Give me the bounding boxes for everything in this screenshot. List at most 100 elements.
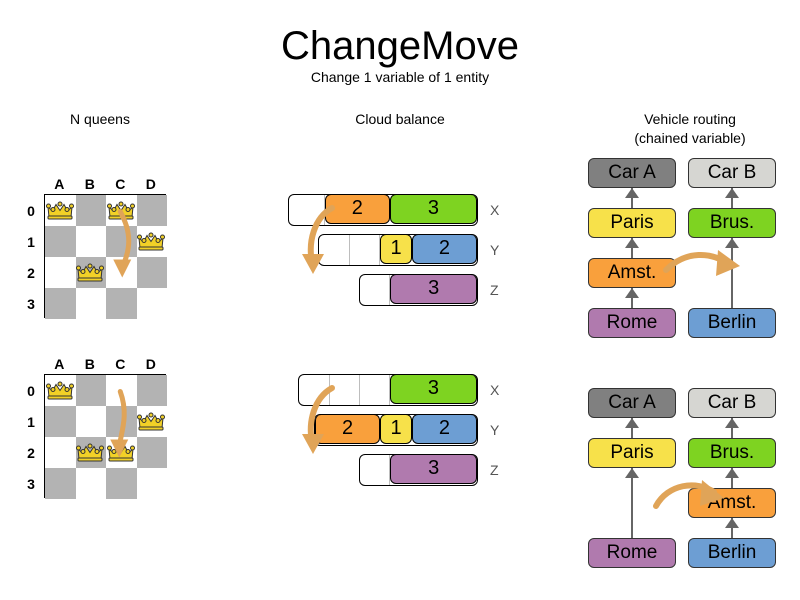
- chess-cell[interactable]: [136, 468, 167, 499]
- vrp-chain-link: [630, 188, 634, 208]
- cloud-computer-label: Z: [490, 462, 499, 478]
- chess-cell[interactable]: [45, 406, 76, 437]
- vrp-node[interactable]: Car B: [688, 388, 776, 418]
- chess-cell[interactable]: [136, 375, 167, 406]
- chess-cell[interactable]: [75, 288, 106, 319]
- chess-cell[interactable]: [106, 226, 137, 257]
- chess-cell[interactable]: [75, 195, 106, 226]
- vrp-node[interactable]: Rome: [588, 538, 676, 568]
- chess-column-label: C: [115, 356, 126, 372]
- vrp-header-line2: (chained variable): [634, 130, 746, 146]
- cloud-process-segment[interactable]: 1: [380, 415, 412, 444]
- section-header-nqueens: N queens: [70, 111, 130, 127]
- chess-cell[interactable]: [136, 257, 167, 288]
- chess-column-label: A: [54, 176, 65, 192]
- chess-row-label: 2: [27, 445, 35, 461]
- vrp-chain-arrowhead: [625, 288, 639, 298]
- chess-cell[interactable]: [136, 437, 167, 468]
- cloud-process-segment[interactable]: 2: [411, 235, 477, 264]
- cloud-computer-bar[interactable]: 3: [359, 454, 478, 486]
- page-title: ChangeMove: [281, 24, 519, 68]
- cloud-process-segment[interactable]: 3: [390, 455, 477, 484]
- chess-row-label: 3: [27, 476, 35, 492]
- chess-column-label: B: [84, 176, 95, 192]
- section-header-vehicle-routing: Vehicle routing (chained variable): [600, 110, 780, 148]
- chess-cell[interactable]: [75, 406, 106, 437]
- cloud-computer-bar[interactable]: 3: [359, 274, 478, 306]
- queen-move-arrow: [110, 389, 129, 458]
- chess-cell[interactable]: [45, 257, 76, 288]
- vrp-chain-arrowhead: [725, 518, 739, 528]
- vrp-chain-arrowhead: [725, 418, 739, 428]
- chess-column-label: B: [84, 356, 95, 372]
- cloud-process-segment[interactable]: 3: [390, 275, 477, 304]
- cloud-process-segment[interactable]: 3: [389, 195, 477, 224]
- chess-cell[interactable]: [136, 195, 167, 226]
- chess-cell[interactable]: [45, 468, 76, 499]
- chess-cell[interactable]: [45, 437, 76, 468]
- chess-cell[interactable]: [75, 226, 106, 257]
- vrp-chain-link: [730, 238, 734, 308]
- vrp-node[interactable]: Car B: [688, 158, 776, 188]
- cloud-process-segment[interactable]: 1: [380, 235, 412, 264]
- vrp-node[interactable]: Berlin: [688, 308, 776, 338]
- chess-column-label: D: [145, 356, 156, 372]
- chess-cell[interactable]: [106, 288, 137, 319]
- vrp-node[interactable]: Paris: [588, 208, 676, 238]
- chess-cell[interactable]: [45, 226, 76, 257]
- vrp-chain-link: [730, 518, 734, 538]
- cloud-computer-label: Y: [490, 242, 500, 258]
- vrp-node[interactable]: Berlin: [688, 538, 776, 568]
- cloud-empty-slot: [360, 455, 391, 485]
- vrp-chain-link: [730, 188, 734, 208]
- vrp-node[interactable]: Car A: [588, 388, 676, 418]
- vrp-header-line1: Vehicle routing: [644, 111, 736, 127]
- section-header-cloud-balance: Cloud balance: [355, 111, 445, 127]
- vrp-chain-link: [630, 288, 634, 308]
- vrp-node[interactable]: Paris: [588, 438, 676, 468]
- vrp-chain-arrowhead: [625, 238, 639, 248]
- cloud-empty-slot: [360, 275, 391, 305]
- vrp-node[interactable]: Brus.: [688, 208, 776, 238]
- chess-row-label: 1: [27, 234, 35, 250]
- vrp-chain-arrowhead: [625, 188, 639, 198]
- chess-row-label: 0: [27, 203, 35, 219]
- vrp-node[interactable]: Amst.: [588, 258, 676, 288]
- cloud-process-segment[interactable]: 2: [411, 415, 477, 444]
- cloud-empty-slot: [330, 375, 361, 405]
- chess-cell[interactable]: [75, 468, 106, 499]
- chess-cell[interactable]: [75, 375, 106, 406]
- cloud-process-segment[interactable]: 2: [315, 415, 381, 444]
- cloud-move-arrow-after: [302, 385, 335, 454]
- chess-cell[interactable]: [106, 468, 137, 499]
- cloud-process-segment[interactable]: 2: [324, 195, 390, 224]
- chess-cell[interactable]: [45, 288, 76, 319]
- vrp-node[interactable]: Car A: [588, 158, 676, 188]
- page-subtitle: Change 1 variable of 1 entity: [310, 69, 490, 85]
- chess-cell[interactable]: [136, 288, 167, 319]
- vrp-node[interactable]: Brus.: [688, 438, 776, 468]
- chess-row-label: 1: [27, 414, 35, 430]
- cloud-process-segment[interactable]: 3: [389, 375, 477, 404]
- chess-row-label: 2: [27, 265, 35, 281]
- chess-column-label: C: [115, 176, 126, 192]
- chess-column-label: A: [54, 356, 65, 372]
- vrp-chain-arrowhead: [625, 418, 639, 428]
- vrp-chain-arrowhead: [725, 468, 739, 478]
- cloud-computer-label: X: [490, 382, 500, 398]
- cloud-computer-label: Y: [490, 422, 500, 438]
- cloud-empty-slot: [350, 235, 381, 265]
- vrp-chain-arrowhead: [725, 238, 739, 248]
- vrp-node[interactable]: Rome: [588, 308, 676, 338]
- vrp-chain-link: [730, 418, 734, 438]
- vrp-move-arrow-after: [653, 480, 724, 509]
- cloud-computer-bar[interactable]: 3: [298, 374, 478, 406]
